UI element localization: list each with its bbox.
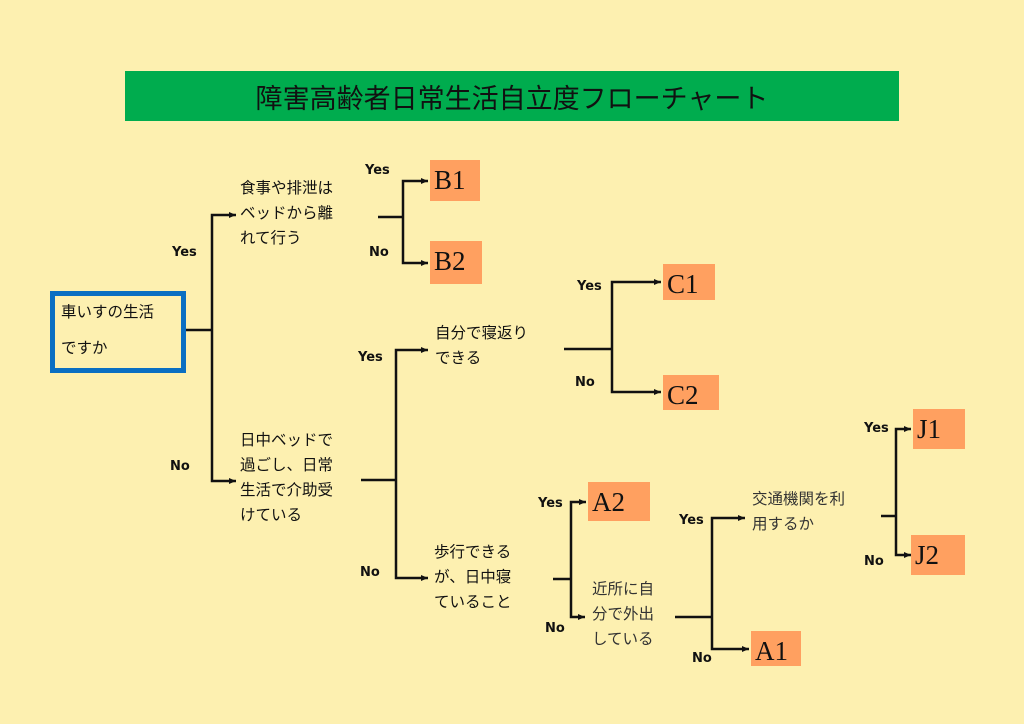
line-j2 [894,516,911,558]
question-daytime-bed: 日中ベッドで 過ごし、日常 生活で介助受 けている [240,431,334,524]
label-no-start: No [170,459,190,474]
label-yes-transport: Yes [679,513,704,528]
label-no-walk: No [360,565,380,580]
label-no-j2: No [864,554,884,569]
title-bar: 障害高齢者日常生活自立度フローチャート [125,71,899,121]
result-c2: C2 [663,375,719,410]
label-yes-start: Yes [172,245,197,260]
line-transport [710,515,745,617]
line-start-no [210,330,236,484]
label-yes-roll: Yes [358,350,383,365]
question-walk: 歩行できる が、日中寝 ていること [434,543,512,611]
start-node: 車いすの生活 ですか [50,291,186,373]
result-a2: A2 [588,482,650,521]
label-yes-b1: Yes [365,163,390,178]
question-bed-leave: 食事や排泄は ベッドから離 れて行う [240,179,334,247]
label-no-b2: No [369,245,389,260]
result-j2: J2 [911,535,965,575]
result-a1: A1 [751,631,801,666]
label-yes-c1: Yes [577,279,602,294]
label-yes-a2: Yes [538,496,563,511]
question-transport: 交通機関を利 用するか [752,490,846,533]
line-c1 [610,279,661,349]
label-yes-j1: Yes [864,421,889,436]
result-b1: B1 [430,160,480,201]
line-j1 [894,426,911,516]
label-no-c2: No [575,375,595,390]
question-roll-over: 自分で寝返り できる [435,324,529,367]
label-no-go-out: No [545,621,565,636]
line-a2 [569,499,586,579]
line-c2 [610,349,661,395]
label-no-a1: No [692,651,712,666]
result-j1: J1 [913,409,965,449]
start-text-line1: 車いすの生活 [61,303,155,321]
line-roll-over [394,347,428,480]
result-b2: B2 [430,241,482,284]
line-start-yes [210,212,236,330]
question-go-out: 近所に自 分で外出 している [592,580,655,648]
page-title: 障害高齢者日常生活自立度フローチャート [255,83,769,115]
line-b1 [401,178,428,217]
start-text-line2: ですか [61,339,108,357]
line-b2 [401,217,428,266]
result-c1: C1 [663,264,715,300]
line-a1 [710,617,749,652]
line-go-out [569,579,585,620]
line-walk [394,480,428,581]
